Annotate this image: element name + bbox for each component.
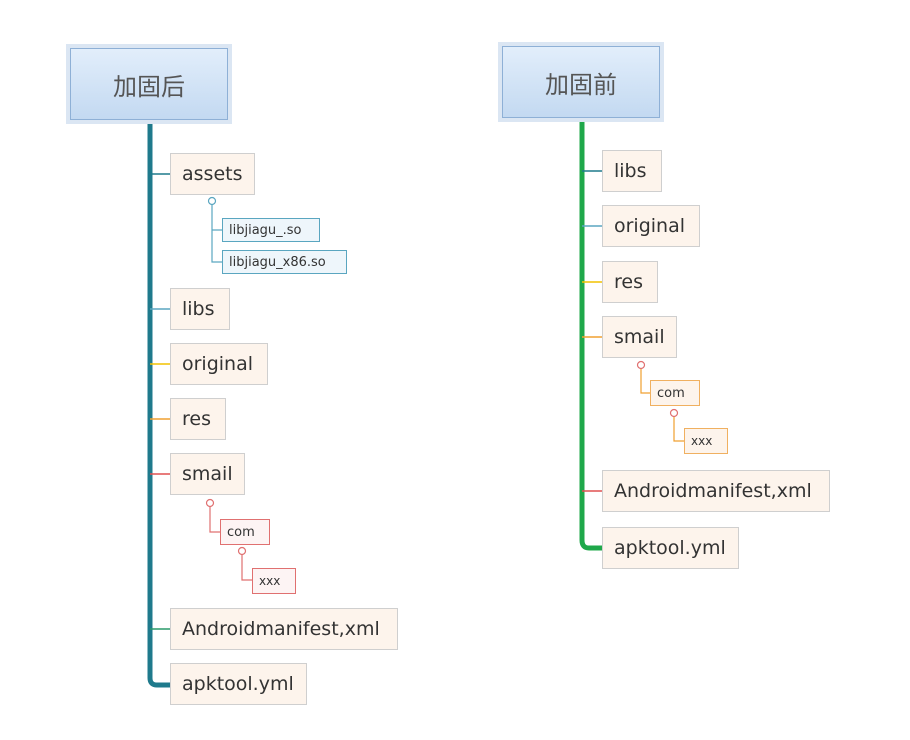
left-sub-xxx[interactable]: xxx — [252, 568, 296, 594]
right-node-libs[interactable]: libs — [602, 150, 662, 192]
right-root-node: 加固前 — [502, 46, 660, 118]
left-node-apktool[interactable]: apktool.yml — [170, 663, 307, 705]
left-node-assets[interactable]: assets — [170, 153, 255, 195]
right-node-smail[interactable]: smail — [602, 316, 677, 358]
right-node-androidmanifest[interactable]: Androidmanifest,xml — [602, 470, 830, 512]
left-node-original[interactable]: original — [170, 343, 268, 385]
left-node-smail[interactable]: smail — [170, 453, 245, 495]
right-sub-com[interactable]: com — [650, 380, 700, 406]
right-node-apktool[interactable]: apktool.yml — [602, 527, 739, 569]
left-sub-libjiagu[interactable]: libjiagu_.so — [222, 218, 320, 242]
right-node-res[interactable]: res — [602, 261, 658, 303]
right-node-original[interactable]: original — [602, 205, 700, 247]
left-node-res[interactable]: res — [170, 398, 226, 440]
left-node-androidmanifest[interactable]: Androidmanifest,xml — [170, 608, 398, 650]
left-sub-com[interactable]: com — [220, 519, 270, 545]
right-sub-xxx[interactable]: xxx — [684, 428, 728, 454]
left-root-node: 加固后 — [70, 48, 228, 120]
left-node-libs[interactable]: libs — [170, 288, 230, 330]
left-sub-libjiagu-x86[interactable]: libjiagu_x86.so — [222, 250, 347, 274]
